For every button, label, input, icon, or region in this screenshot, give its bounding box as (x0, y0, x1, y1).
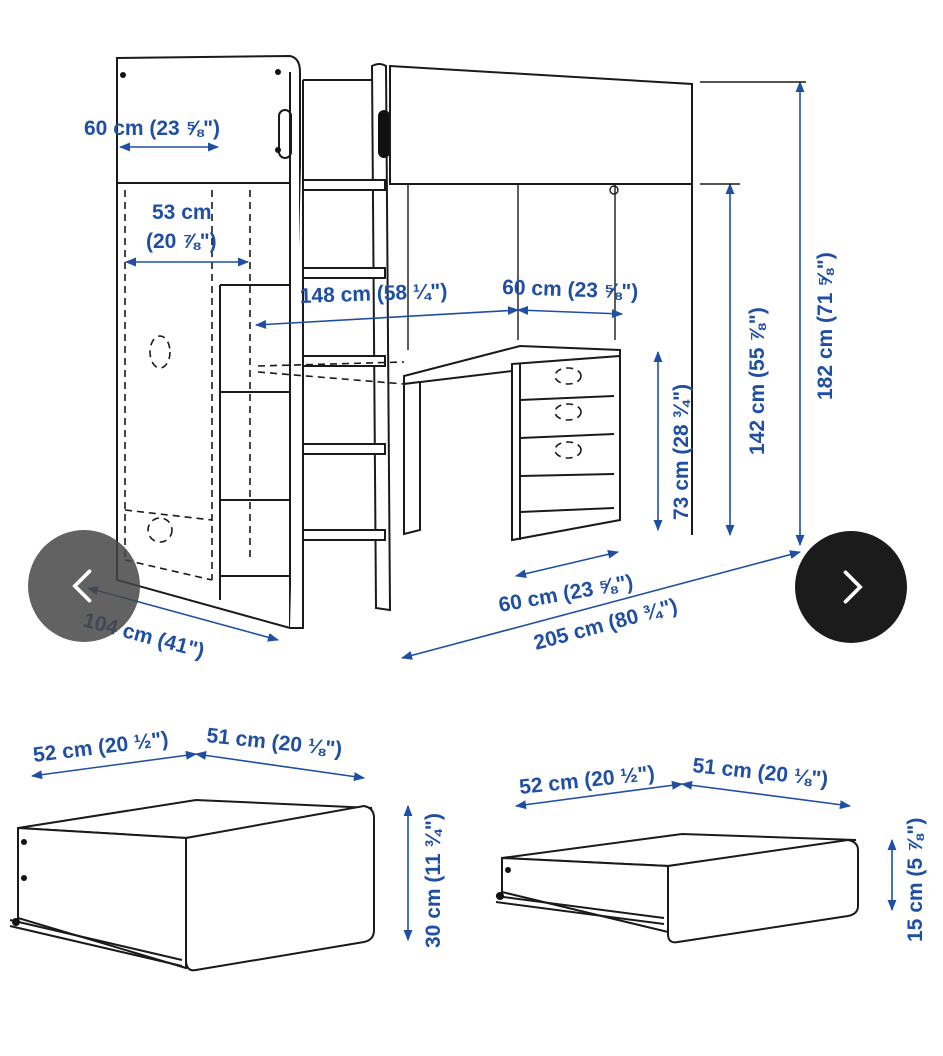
drawer-large-drawing (9, 798, 375, 972)
dim-wardrobe-inner-cm: 53 cm (152, 201, 212, 224)
dim-wardrobe-inner-in: (20 ⅞") (146, 230, 217, 253)
desk-drawer-unit (511, 354, 621, 542)
chevron-left-icon (72, 569, 92, 603)
dim-small-drawer-width-b: 51 cm (20 ⅛") (691, 754, 829, 791)
dim-clearance-height: 142 cm (55 ⅞") (746, 307, 769, 455)
left-end-panel (116, 54, 301, 629)
dim-total-height: 182 cm (71 ⅝") (814, 252, 837, 400)
drawer-large-side (17, 826, 187, 970)
loft-bed-drawing (116, 54, 693, 629)
dim-small-drawer-width-a: 52 cm (20 ½") (518, 762, 656, 799)
drawer-large-front (185, 804, 375, 972)
dim-large-drawer-width-b: 51 cm (20 ⅛") (205, 724, 343, 761)
dim-desk-length: 148 cm (58 ¼") (299, 280, 447, 308)
ladder-rail-left (290, 80, 304, 629)
drawer-small-drawing (495, 832, 859, 944)
chevron-right-icon (843, 570, 863, 604)
dim-desk-upper-width: 60 cm (23 ⅝") (502, 276, 639, 304)
dim-small-drawer-height: 15 cm (5 ⅞") (904, 818, 927, 942)
next-image-button[interactable] (795, 531, 907, 643)
dim-large-drawer-height: 30 cm (11 ¾") (422, 813, 445, 948)
previous-image-button[interactable] (28, 530, 140, 642)
desk-leg-panel (403, 380, 421, 536)
dim-wardrobe-width: 60 cm (23 ⅝") (84, 117, 220, 140)
drawer-small-front (667, 838, 859, 944)
dim-desk-height: 73 cm (28 ¾") (670, 384, 693, 520)
loft-bed-dimension-lines (86, 80, 806, 660)
bed-frame-right (389, 64, 693, 185)
ladder-rail-right (370, 63, 392, 612)
